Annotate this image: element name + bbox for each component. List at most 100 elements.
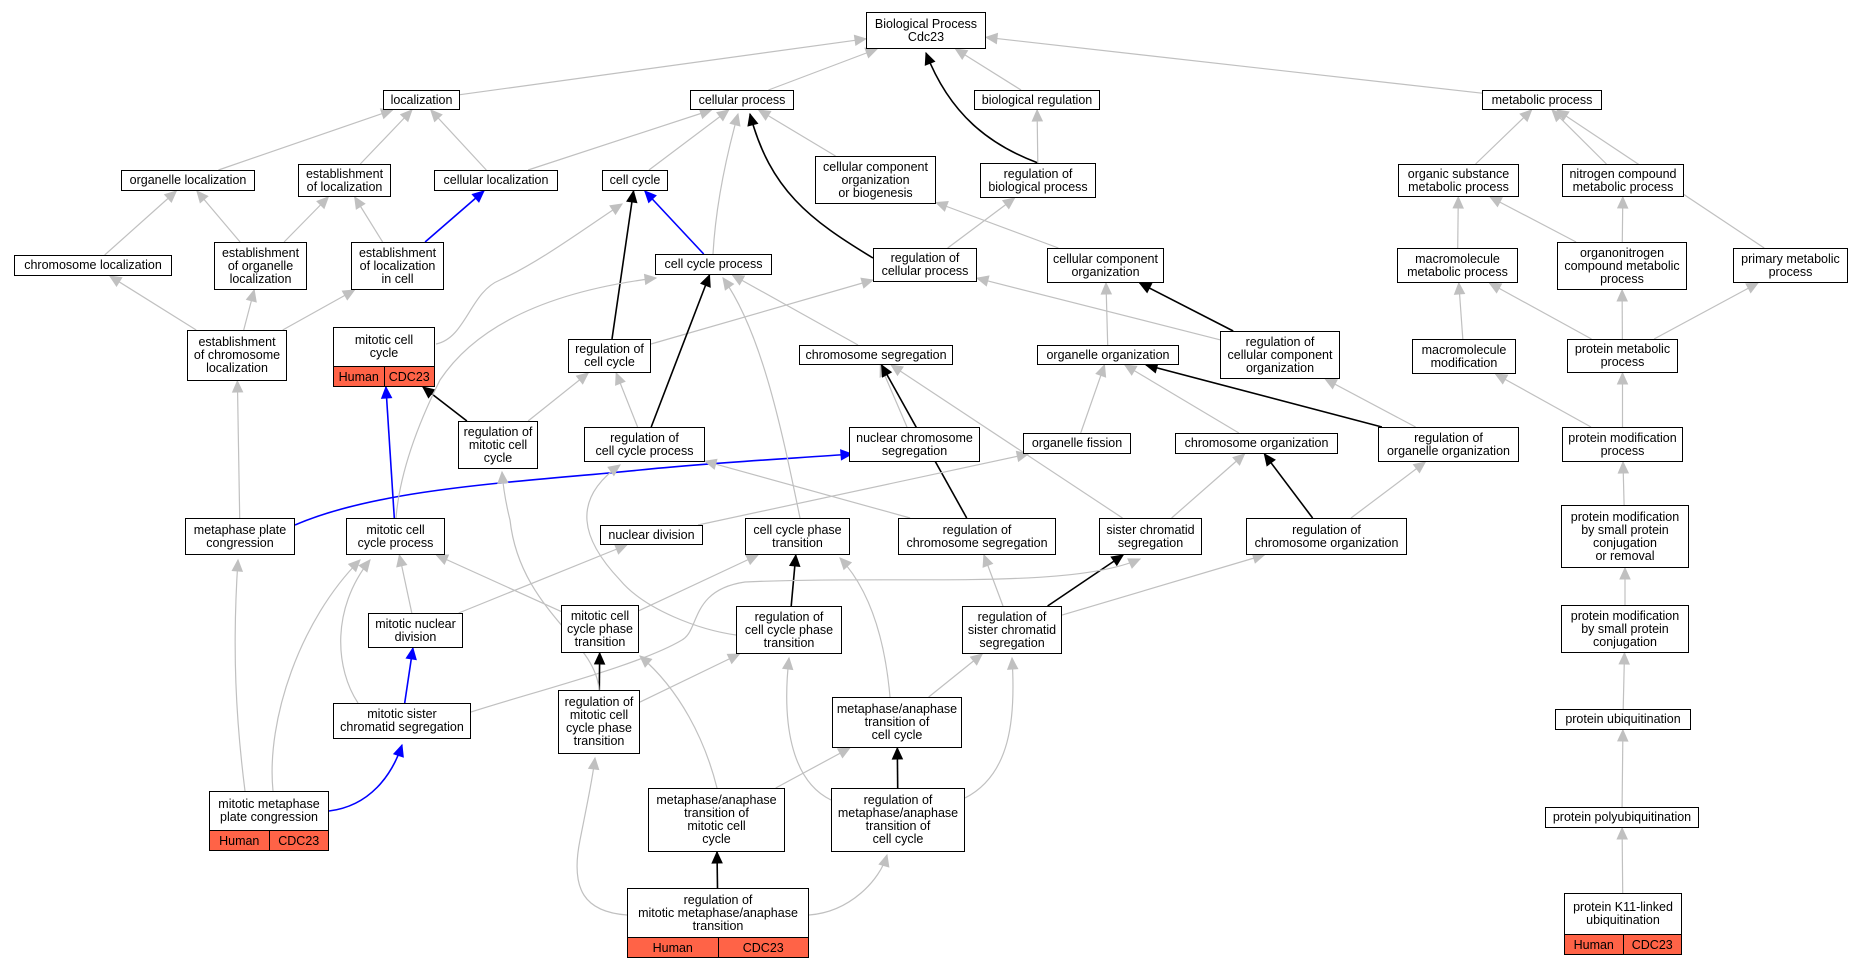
- edge-is-a-ccpt-to-ccp: [722, 277, 801, 519]
- edge-is-a-scseg-to-chrorg: [1171, 453, 1245, 519]
- edge-is-a-osmp-to-mp: [1475, 109, 1533, 165]
- arrowhead-is-a: [729, 112, 741, 127]
- go-term-node-regscseg[interactable]: regulation of sister chromatid segregati…: [962, 606, 1062, 654]
- go-term-node-ccpt[interactable]: cell cycle phase transition: [745, 518, 850, 555]
- go-term-node-estlocincell[interactable]: establishment of localization in cell: [351, 242, 444, 290]
- arrowhead-part-of: [392, 743, 404, 758]
- go-term-node-nchrseg[interactable]: nuclear chromosome segregation: [849, 427, 980, 462]
- go-term-node-regmccpt[interactable]: regulation of mitotic cell cycle phase t…: [558, 690, 640, 754]
- go-term-node-mmod[interactable]: macromolecule modification: [1412, 339, 1516, 374]
- go-term-node-bp[interactable]: Biological Process Cdc23: [866, 12, 986, 49]
- go-term-node-chrloc[interactable]: chromosome localization: [14, 255, 172, 276]
- arrowhead-is-a: [607, 464, 621, 477]
- edge-is-a-mccpt-to-ccpt: [638, 554, 759, 612]
- go-term-node-chrseg[interactable]: chromosome segregation: [799, 345, 953, 365]
- edge-is-a-cp-to-bp: [768, 48, 878, 91]
- arrowhead-is-a: [1616, 826, 1628, 840]
- go-term-node-orgfis[interactable]: organelle fission: [1023, 433, 1131, 454]
- go-term-node-cellloc[interactable]: cellular localization: [434, 170, 558, 191]
- go-term-node-ncmp[interactable]: nitrogen compound metabolic process: [1562, 164, 1684, 197]
- go-term-node-mmp[interactable]: macromolecule metabolic process: [1397, 248, 1518, 283]
- go-term-node-regbp[interactable]: regulation of biological process: [980, 163, 1096, 198]
- arrowhead-is-a: [435, 554, 450, 566]
- go-term-node-regmcc[interactable]: regulation of mitotic cell cycle: [458, 421, 538, 469]
- go-term-node-ccob[interactable]: cellular component organization or bioge…: [815, 156, 936, 204]
- go-term-node-osmp[interactable]: organic substance metabolic process: [1398, 164, 1519, 197]
- go-term-label: regulation of chromosome organization: [1254, 522, 1399, 550]
- go-term-node-nucdiv[interactable]: nuclear division: [600, 525, 703, 545]
- go-term-label: macromolecule metabolic process: [1407, 251, 1508, 279]
- go-term-node-regmat[interactable]: regulation of metaphase/anaphase transit…: [831, 788, 965, 852]
- go-term-node-ppubi[interactable]: protein polyubiquitination: [1545, 807, 1699, 828]
- go-term-node-loc[interactable]: localization: [383, 90, 460, 110]
- go-term-node-matmcc[interactable]: metaphase/anaphase transition of mitotic…: [648, 788, 785, 852]
- go-term-node-orgorg[interactable]: organelle organization: [1037, 345, 1179, 365]
- go-term-label: metabolic process: [1491, 92, 1593, 107]
- go-term-node-mccp[interactable]: mitotic cell cycle process: [346, 518, 445, 555]
- go-term-node-estloc[interactable]: establishment of localization: [298, 164, 391, 197]
- go-term-node-estorgloc[interactable]: establishment of organelle localization: [214, 242, 307, 290]
- go-term-node-estchrloc[interactable]: establishment of chromosome localization: [187, 330, 287, 381]
- go-term-node-ccp[interactable]: cell cycle process: [655, 254, 772, 275]
- arrowhead-is-a: [245, 288, 257, 303]
- edge-is-a-protmp-to-pmp: [1653, 282, 1759, 340]
- arrowhead-is-a: [231, 379, 244, 393]
- go-term-node-regorgorg[interactable]: regulation of organelle organization: [1378, 427, 1519, 462]
- go-term-node-regccp[interactable]: regulation of cell cycle process: [584, 427, 705, 462]
- go-term-node-regcp[interactable]: regulation of cellular process: [873, 248, 977, 282]
- go-term-node-chrorg[interactable]: chromosome organization: [1175, 433, 1338, 454]
- edge-is-a-chrorg-to-orgorg: [1124, 364, 1240, 434]
- arrowhead-is-a: [853, 34, 868, 47]
- go-term-node-mscseg[interactable]: mitotic sister chromatid segregation: [333, 703, 471, 739]
- go-term-node-pmodsmc[interactable]: protein modification by small protein co…: [1561, 605, 1689, 653]
- go-term-node-mccpt[interactable]: mitotic cell cycle phase transition: [561, 605, 639, 653]
- arrowhead-is-a: [1232, 453, 1246, 466]
- go-term-node-regccpt[interactable]: regulation of cell cycle phase transitio…: [736, 606, 842, 654]
- go-term-node-regchrorg[interactable]: regulation of chromosome organization: [1246, 518, 1407, 555]
- arrowhead-is-a: [1619, 566, 1631, 580]
- go-term-node-pmodp[interactable]: protein modification process: [1562, 427, 1683, 462]
- go-term-label: regulation of chromosome segregation: [906, 522, 1048, 550]
- go-term-node-pmp[interactable]: primary metabolic process: [1733, 248, 1848, 283]
- go-term-node-pubi[interactable]: protein ubiquitination: [1555, 709, 1691, 730]
- go-term-label: primary metabolic process: [1741, 251, 1840, 279]
- arrowhead-is-a: [745, 554, 760, 566]
- go-term-node-pmodsm[interactable]: protein modification by small protein co…: [1561, 505, 1689, 568]
- edge-part-of-ccp-to-cc: [644, 190, 705, 255]
- go-term-label: organelle organization: [1046, 347, 1170, 362]
- go-term-node-mpc[interactable]: metaphase plate congression: [185, 518, 295, 555]
- go-term-node-orgloc[interactable]: organelle localization: [121, 170, 255, 191]
- go-term-node-regcco[interactable]: regulation of cellular component organiz…: [1220, 331, 1340, 379]
- go-term-node-cco[interactable]: cellular component organization: [1047, 248, 1164, 283]
- edge-is-a-cco-to-ccob: [935, 201, 1059, 249]
- edge-is-a-regcc-to-regcp: [650, 279, 874, 345]
- edge-is-a-cellloc-to-cp: [527, 109, 712, 171]
- arrowhead-is-a: [613, 543, 628, 555]
- go-term-node-mat[interactable]: metaphase/anaphase transition of cell cy…: [832, 697, 962, 748]
- edge-regulates-regccp-to-ccp: [650, 274, 711, 428]
- edge-is-a-regmat-to-regccpt: [786, 657, 832, 801]
- go-term-label: mitotic cell cycle: [354, 333, 414, 360]
- go-term-node-protmp[interactable]: protein metabolic process: [1567, 339, 1678, 373]
- arrowhead-regulates: [699, 273, 711, 288]
- go-term-node-cc[interactable]: cell cycle: [602, 170, 668, 191]
- go-term-node-regchrseg[interactable]: regulation of chromosome segregation: [898, 518, 1056, 555]
- arrowhead-is-a: [984, 32, 999, 45]
- go-term-label: cellular process: [698, 92, 786, 107]
- go-term-node-mnucdiv[interactable]: mitotic nuclear division: [368, 613, 463, 648]
- edge-is-a-matmcc-to-mccpt: [639, 655, 718, 789]
- go-term-node-mp[interactable]: metabolic process: [1482, 90, 1602, 110]
- go-term-node-ocmp[interactable]: organonitrogen compound metabolic proces…: [1557, 242, 1687, 290]
- go-term-node-breg[interactable]: biological regulation: [974, 90, 1100, 110]
- go-term-label: regulation of cell cycle: [575, 342, 644, 369]
- arrowhead-is-a: [836, 747, 851, 759]
- go-term-node-scseg[interactable]: sister chromatid segregation: [1099, 518, 1202, 555]
- go-term-node-cp[interactable]: cellular process: [690, 90, 794, 110]
- go-term-node-regcc[interactable]: regulation of cell cycle: [568, 339, 651, 373]
- go-term-node-regmmat[interactable]: regulation of mitotic metaphase/anaphase…: [627, 888, 809, 958]
- arrowhead-is-a: [1100, 281, 1113, 295]
